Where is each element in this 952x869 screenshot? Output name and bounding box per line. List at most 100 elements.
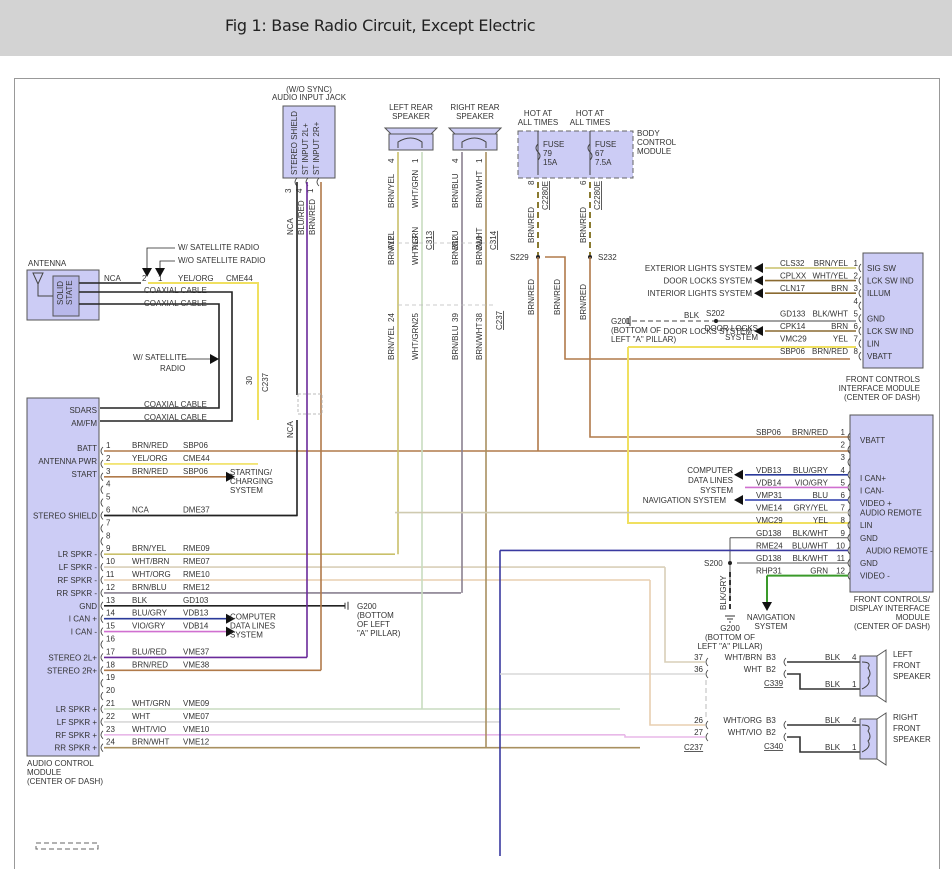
- pin-label: B2: [766, 728, 776, 737]
- rear-speaker-title: SPEAKER: [392, 112, 430, 121]
- connector-pin-icon: [858, 314, 862, 323]
- g201-label: G201: [611, 317, 631, 326]
- wire-color-label: WHT/VIO: [132, 725, 166, 734]
- hot-at-all-times: HOT AT: [524, 109, 552, 118]
- wire-color-label: BLU/WHT: [792, 541, 828, 550]
- pin-name: ILLUM: [867, 289, 891, 298]
- computer-data-lines-label: COMPUTER: [687, 466, 733, 475]
- wire-color-label: BRN/YEL: [387, 173, 396, 208]
- circuit-label: GD138: [756, 529, 782, 538]
- pin-connector-icon: [100, 459, 104, 469]
- pin-connector-icon: [100, 640, 104, 649]
- circuit-label: GD103: [183, 596, 209, 605]
- pin-number: 14: [106, 609, 115, 618]
- wire-color-label: BRN/RED: [792, 428, 828, 437]
- wire-color-label: WHT/GRN: [411, 227, 420, 265]
- front-controls-display-interface-module: [849, 414, 934, 593]
- starting-system-label: STARTING/: [230, 468, 273, 477]
- wire-color-label: BLK/GRY: [719, 575, 728, 610]
- fcdim-name: (CENTER OF DASH): [854, 622, 930, 631]
- jack-pin-label: STEREO SHIELD: [290, 111, 299, 175]
- pin-number: 21: [106, 699, 115, 708]
- speaker-cone-icon: [876, 649, 887, 703]
- arrow-icon: [754, 275, 763, 286]
- navigation-system-label: SYSTEM: [755, 622, 788, 631]
- pin-connector-icon: [100, 549, 104, 559]
- c237-pin: 25: [411, 313, 420, 322]
- wire-color-label: WHT/GRN: [132, 699, 170, 708]
- pin-name-sdars: SDARS: [69, 406, 97, 415]
- c237-pin: 37: [694, 653, 703, 662]
- pin-number: 1: [852, 680, 857, 689]
- pin-number: 11: [837, 554, 846, 563]
- wire-color-label: BLK: [825, 653, 841, 662]
- pin-number: 4: [852, 716, 857, 725]
- wire-color-label: BRN/WHT: [475, 171, 484, 208]
- circuit-label: VME38: [183, 660, 210, 669]
- g200-label: (BOTTOM: [357, 611, 394, 620]
- pin-name: GND: [860, 559, 878, 568]
- wire-color-label: YEL/ORG: [178, 274, 214, 283]
- hot-at-all-times: ALL TIMES: [570, 118, 610, 127]
- c237-pin: 39: [451, 313, 460, 322]
- wire-s232-fcdim: [589, 257, 850, 438]
- wire-color-label: NCA: [132, 506, 150, 515]
- splice-label: S229: [510, 253, 529, 262]
- connector-label: C237: [684, 743, 704, 752]
- hot-at-all-times: ALL TIMES: [518, 118, 558, 127]
- g201-label: (BOTTOM OF: [611, 326, 661, 335]
- pin-connector-icon: [100, 472, 104, 482]
- pin-number: 5: [841, 478, 846, 487]
- wire-color-label: BRN/RED: [308, 199, 317, 235]
- c237-pin: 30: [245, 376, 254, 385]
- rear-speaker-title: LEFT REAR: [389, 103, 433, 112]
- jack-title: (W/O SYNC): [286, 85, 332, 94]
- wire-color-label: BRN: [831, 284, 848, 293]
- wire-color-label: VIO/GRY: [795, 478, 829, 487]
- connector-pin-icon: [783, 720, 787, 730]
- starting-system-label: CHARGING: [230, 477, 273, 486]
- circuit-label: VDB13: [183, 609, 209, 618]
- pin-name: VIDEO +: [860, 499, 892, 508]
- wire-color-label: WHT: [132, 712, 150, 721]
- pin-name: LF SPKR +: [57, 718, 98, 727]
- pin-label: 1: [158, 274, 163, 283]
- pin-connector-icon: [100, 614, 104, 623]
- connector-pin-icon: [858, 288, 862, 298]
- pin-name: I CAN+: [860, 474, 886, 483]
- connector-pin-icon: [847, 520, 851, 530]
- wire-color-label: BRN/YEL: [132, 544, 167, 553]
- pin-number: 1: [106, 441, 111, 450]
- jack-title: AUDIO INPUT JACK: [272, 93, 347, 102]
- connector-label: C339: [764, 679, 784, 688]
- coax-sdars: [79, 303, 220, 409]
- circuit-label: DME37: [183, 506, 210, 515]
- splice-label: S200: [704, 559, 723, 568]
- connector-label: C340: [764, 742, 784, 751]
- audio-control-module: [26, 397, 100, 757]
- leader: [146, 247, 175, 276]
- wire-color-label: BRN/BLU: [451, 325, 460, 360]
- wire-color-label: NCA: [286, 420, 295, 438]
- wire-color-label: WHT/VIO: [728, 728, 762, 737]
- circuit-label: VME09: [183, 699, 210, 708]
- pin-number: 8: [841, 516, 846, 525]
- pin-connector-icon: [100, 653, 104, 662]
- destination-label: EXTERIOR LIGHTS SYSTEM: [645, 264, 752, 273]
- arrow-icon: [754, 326, 763, 336]
- pin-number: 2: [854, 272, 859, 281]
- arrow-icon: [142, 268, 152, 277]
- splice-dot: [728, 561, 732, 565]
- circuit-label: VME14: [756, 504, 783, 513]
- wire-color-label: BLK: [825, 680, 841, 689]
- pin-number: 7: [106, 518, 111, 527]
- circuit-label: VME07: [183, 712, 210, 721]
- inline-connector: [297, 393, 323, 415]
- pin-number: 1: [411, 158, 420, 163]
- wire-cme44: [148, 282, 259, 420]
- connector-pin-icon: [858, 301, 862, 311]
- circuit-label: SBP06: [183, 441, 208, 450]
- pin-name: LCK SW IND: [867, 277, 914, 286]
- wire-color-label: BLK/WHT: [792, 529, 828, 538]
- ground-icon: [344, 601, 349, 610]
